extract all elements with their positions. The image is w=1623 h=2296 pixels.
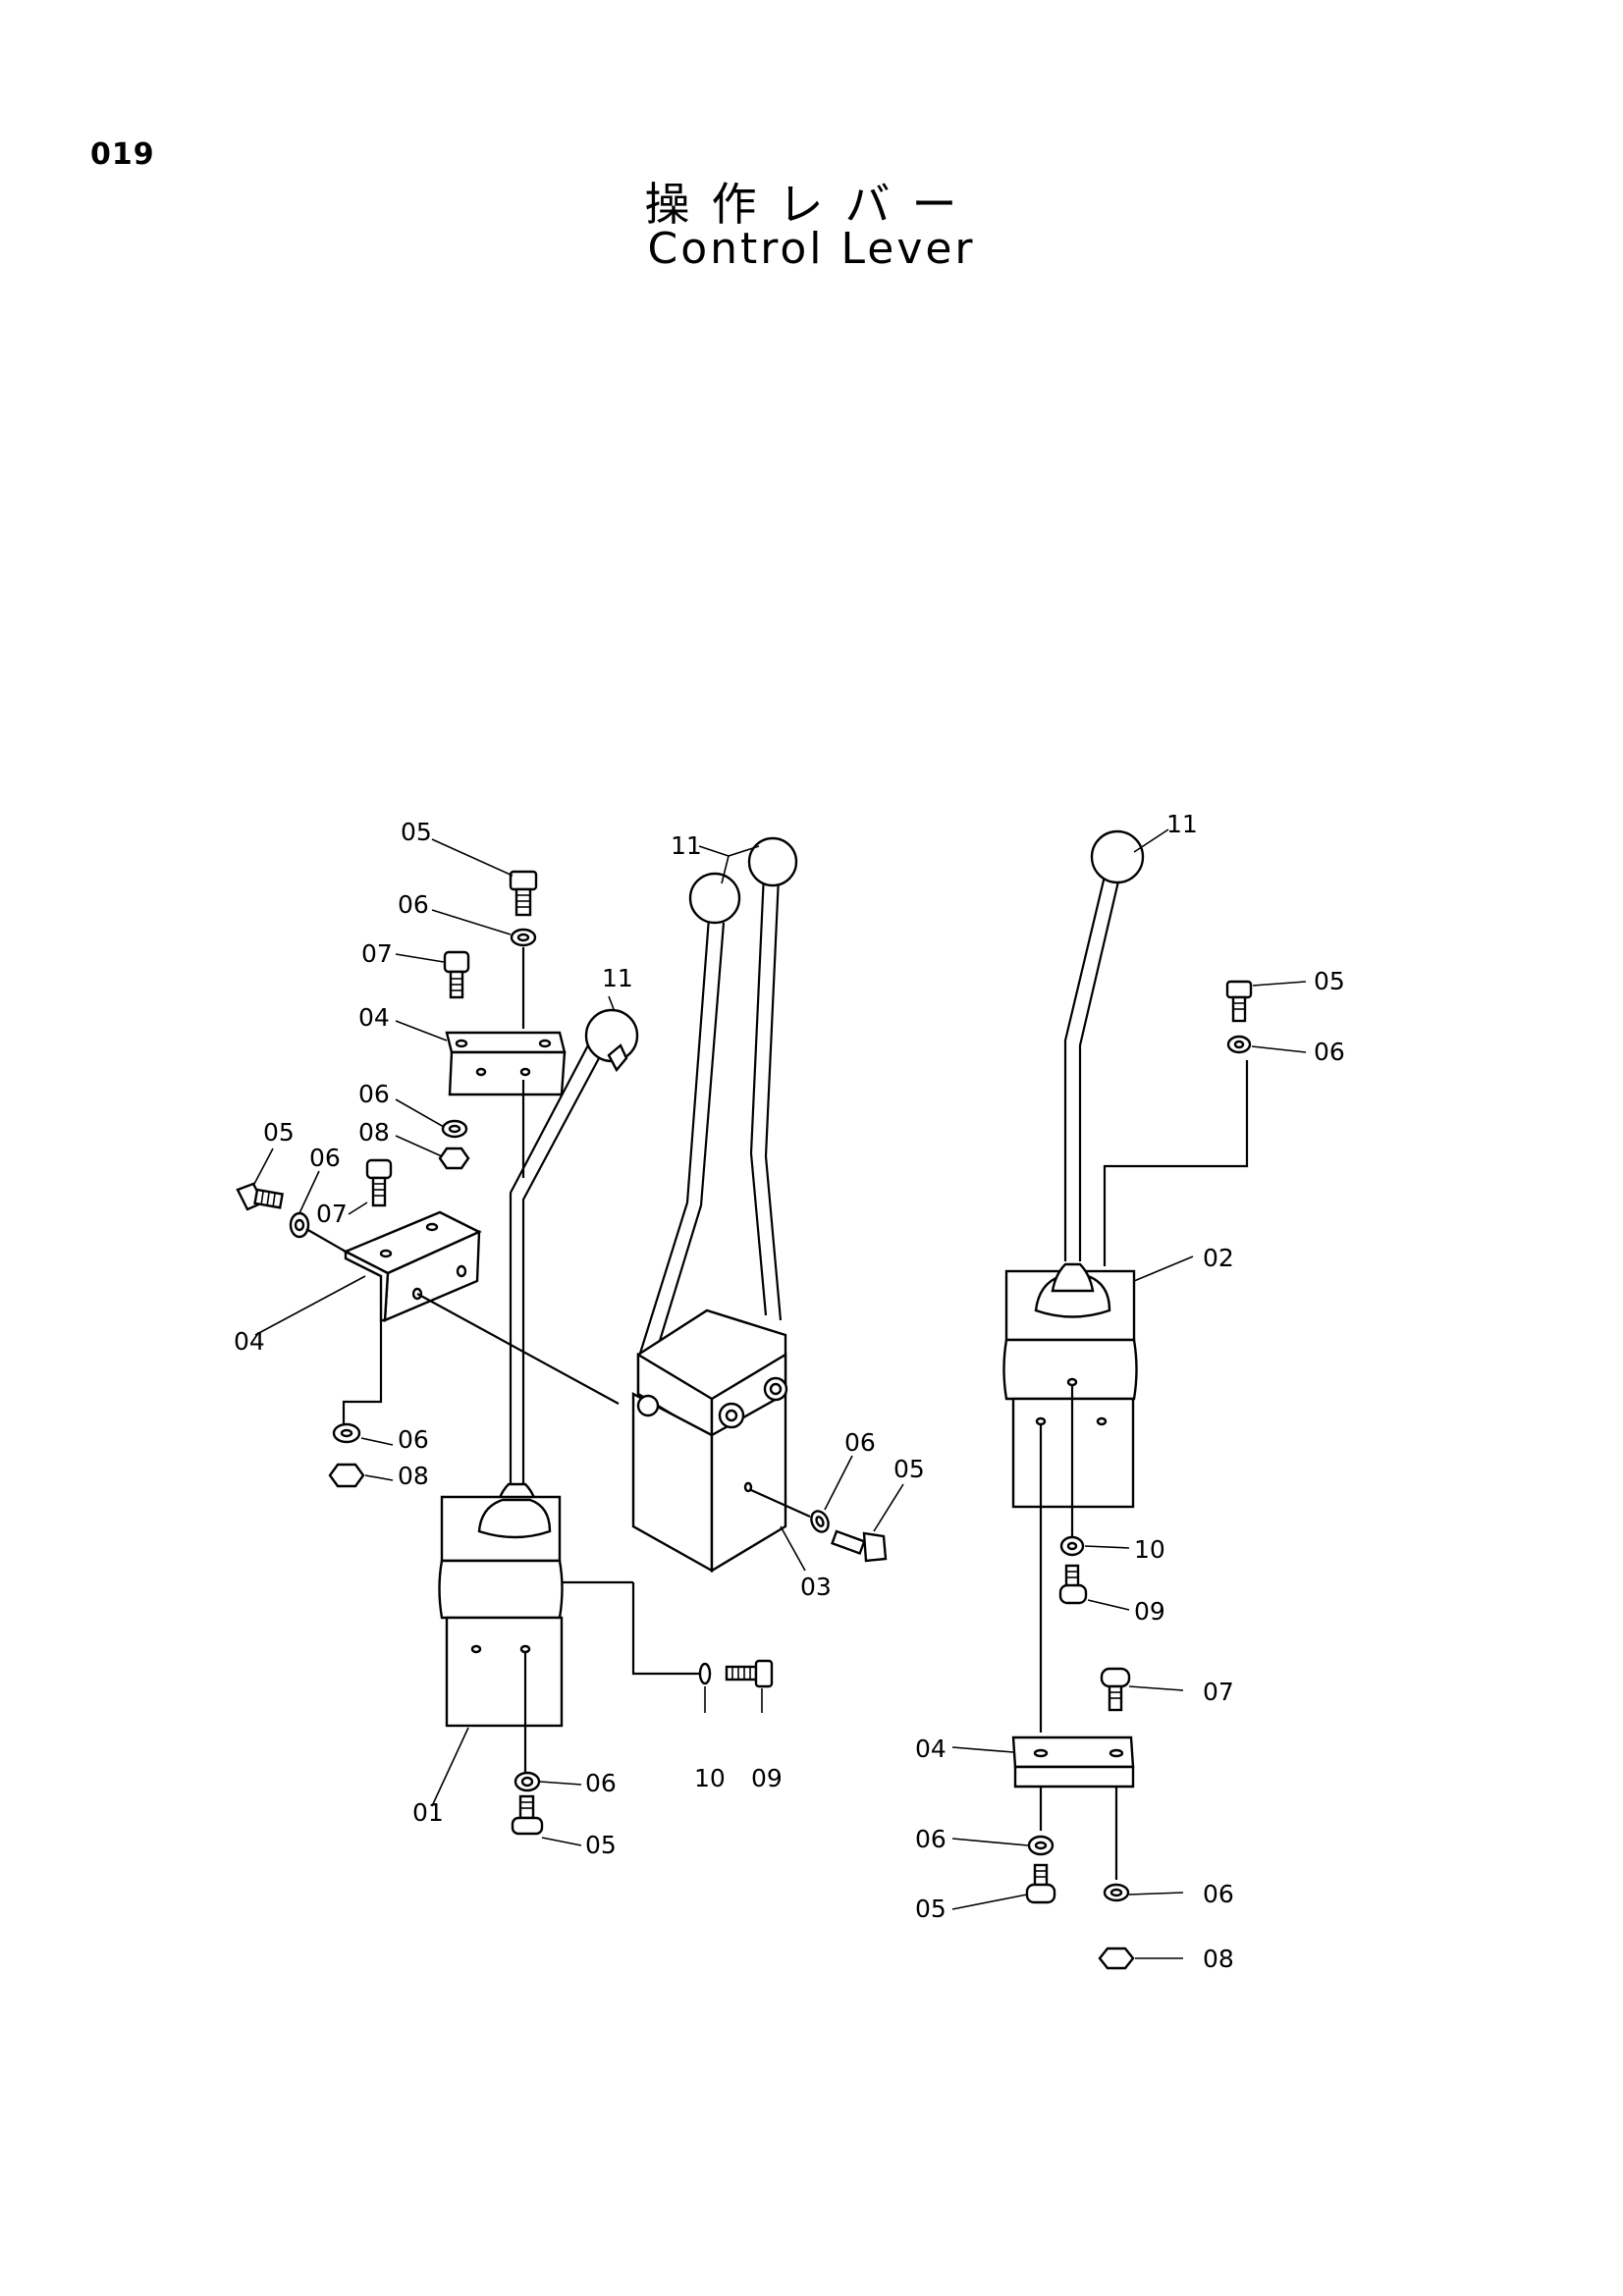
callout-08: 08 [398, 1462, 429, 1490]
lever-unit-part-02 [1002, 829, 1249, 1733]
callout-06: 06 [398, 1425, 429, 1454]
callout-04: 04 [915, 1735, 947, 1763]
callout-06: 06 [915, 1825, 947, 1853]
leader-lines [252, 828, 1307, 1959]
bolt-part-07 [443, 950, 470, 999]
callout-11: 11 [602, 964, 633, 992]
washer-part-06 [510, 928, 537, 947]
callout-11: 11 [1166, 810, 1198, 838]
callout-01: 01 [412, 1798, 444, 1827]
page-title-english: Control Lever [647, 224, 976, 274]
callout-06: 06 [358, 1080, 390, 1108]
lever-unit-part-01 [438, 1008, 699, 1772]
callout-06: 06 [309, 1144, 341, 1172]
callout-05: 05 [585, 1831, 617, 1859]
callout-05: 05 [893, 1455, 925, 1483]
page-number: 019 [90, 137, 155, 172]
plate-part-04 [445, 1031, 567, 1096]
callout-09: 09 [1134, 1597, 1165, 1626]
callout-02: 02 [1203, 1244, 1234, 1272]
callout-06: 06 [1314, 1038, 1345, 1066]
bolt-part-05 [509, 870, 538, 917]
callout-05: 05 [915, 1895, 947, 1923]
callout-07: 07 [361, 939, 393, 968]
callout-05: 05 [263, 1118, 295, 1147]
callout-07: 07 [1203, 1678, 1234, 1706]
callout-06: 06 [844, 1428, 876, 1457]
bolt-part-05-horizontal [236, 1182, 284, 1211]
callout-05: 05 [1314, 967, 1345, 995]
callout-10: 10 [694, 1764, 726, 1792]
callout-03: 03 [800, 1573, 832, 1601]
callout-06: 06 [1203, 1880, 1234, 1908]
callout-07: 07 [316, 1200, 348, 1228]
callout-06: 06 [585, 1769, 617, 1797]
callout-06: 06 [398, 890, 429, 919]
callout-09: 09 [751, 1764, 783, 1792]
callout-11: 11 [671, 831, 702, 860]
callout-08: 08 [1203, 1945, 1234, 1973]
callout-04: 04 [234, 1327, 265, 1356]
callout-08: 08 [358, 1118, 390, 1147]
callout-05: 05 [401, 818, 432, 846]
callout-labels: 05 06 07 04 06 08 05 06 07 04 06 08 11 0… [234, 810, 1345, 1973]
bracket-assembly-middle [236, 1158, 620, 1488]
callout-10: 10 [1134, 1535, 1165, 1564]
callout-04: 04 [358, 1003, 390, 1032]
page-title-japanese: 操作レバー [644, 178, 979, 231]
angle-bracket-part-04 [343, 1210, 482, 1322]
lever-unit-part-03 [631, 836, 811, 1574]
